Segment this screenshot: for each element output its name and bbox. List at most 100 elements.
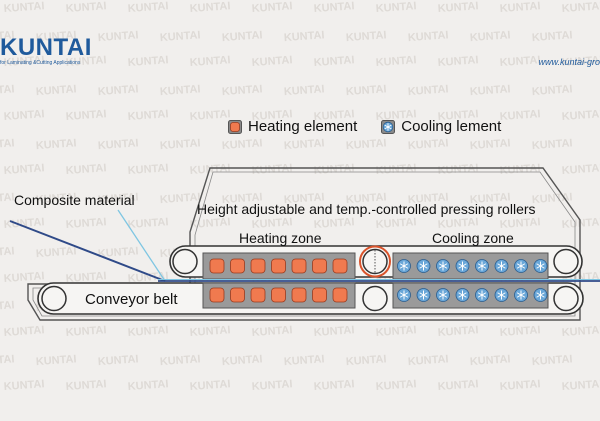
watermark-text: KUNTAI bbox=[469, 137, 510, 152]
watermark-text: KUNTAI bbox=[189, 54, 230, 69]
snowflake-icon bbox=[475, 288, 489, 302]
watermark-text: KUNTAI bbox=[3, 162, 44, 177]
watermark-text: KUNTAI bbox=[283, 137, 324, 152]
snowflake-icon bbox=[397, 288, 411, 302]
heating-element-icon bbox=[250, 258, 266, 274]
watermark-text: KUNTAI bbox=[35, 137, 76, 152]
legend: Heating element Cooling lement bbox=[228, 118, 525, 135]
watermark-text: KUNTAI bbox=[251, 324, 292, 339]
conveyor-left-roller bbox=[41, 285, 67, 312]
pressing-roller-upper bbox=[362, 248, 388, 275]
watermark-text: KUNTAI bbox=[97, 245, 138, 260]
watermark-text: KUNTAI bbox=[499, 324, 540, 339]
watermark-text: KUNTAI bbox=[469, 83, 510, 98]
watermark-text: KUNTAI bbox=[345, 29, 386, 44]
watermark-text: KUNTAI bbox=[499, 378, 540, 393]
watermark-text: KUNTAI bbox=[97, 137, 138, 152]
watermark-text: KUNTAI bbox=[35, 29, 76, 44]
watermark-text: KUNTAI bbox=[375, 108, 416, 123]
watermark-text: KUNTAI bbox=[469, 191, 510, 206]
watermark-text: KUNTAI bbox=[313, 0, 354, 15]
snowflake-icon bbox=[455, 288, 470, 302]
watermark-text: KUNTAI bbox=[3, 0, 44, 15]
watermark-text: KUNTAI bbox=[283, 83, 324, 98]
watermark-text: KUNTAI bbox=[221, 29, 262, 44]
snowflake-icon bbox=[494, 259, 509, 273]
watermark-text: KUNTAI bbox=[221, 83, 262, 98]
legend-cooling: Cooling lement bbox=[381, 118, 501, 135]
watermark-text: KUNTAI bbox=[531, 353, 572, 368]
watermark-text: KUNTAI bbox=[437, 0, 478, 15]
logo-tagline: for Laminating &Cutting Applications bbox=[0, 60, 81, 66]
legend-heating: Heating element bbox=[228, 118, 357, 135]
watermark-text: KUNTAI bbox=[3, 270, 44, 285]
watermark-text: KUNTAI bbox=[437, 108, 478, 123]
upper-right-roller bbox=[553, 248, 579, 275]
watermark-text: KUNTAI bbox=[561, 162, 600, 177]
legend-cooling-label: Cooling lement bbox=[401, 118, 502, 135]
heating-element-icon bbox=[209, 287, 225, 303]
watermark-text: KUNTAI bbox=[313, 378, 354, 393]
watermark-text: KUNTAI bbox=[251, 108, 292, 123]
watermark-text: KUNTAI bbox=[189, 0, 230, 15]
watermark-text: KUNTAI bbox=[127, 0, 168, 15]
watermark-text: KUNTAI bbox=[35, 353, 76, 368]
snowflake-icon bbox=[494, 288, 509, 302]
watermark-text: KUNTAI bbox=[159, 191, 200, 206]
watermark-text: KUNTAI bbox=[65, 0, 106, 15]
watermark-text: KUNTAI bbox=[499, 0, 540, 15]
watermark-text: KUNTAI bbox=[407, 137, 448, 152]
snowflake-icon bbox=[514, 259, 528, 273]
watermark-text: KUNTAI bbox=[313, 216, 354, 231]
legend-heating-label: Heating element bbox=[248, 118, 358, 135]
watermark-text: KUNTAI bbox=[65, 54, 106, 69]
watermark-text: KUNTAI bbox=[251, 378, 292, 393]
watermark-text: KUNTAI bbox=[3, 216, 44, 231]
watermark-text: KUNTAI bbox=[35, 191, 76, 206]
watermark-text: KUNTAI bbox=[345, 83, 386, 98]
watermark-text: KUNTAI bbox=[561, 324, 600, 339]
watermark-text: KUNTAI bbox=[561, 0, 600, 15]
watermark-text: KUNTAI bbox=[65, 324, 106, 339]
heating-element-icon bbox=[209, 258, 225, 274]
upper-left-roller bbox=[172, 248, 198, 275]
watermark-text: KUNTAI bbox=[375, 324, 416, 339]
watermark-text: KUNTAI bbox=[375, 216, 416, 231]
snowflake-icon bbox=[514, 288, 528, 302]
watermark-text: KUNTAI bbox=[499, 216, 540, 231]
snowflake-icon bbox=[436, 288, 450, 302]
watermark-text: KUNTAI bbox=[375, 162, 416, 177]
watermark-text: KUNTAI bbox=[35, 245, 76, 260]
watermark-text: KUNTAI bbox=[0, 353, 15, 368]
watermark-text: KUNTAI bbox=[531, 83, 572, 98]
conveyor-right-roller bbox=[553, 285, 579, 312]
watermark-text: KUNTAI bbox=[0, 29, 15, 44]
heating-element-icon bbox=[271, 258, 286, 274]
watermark-text: KUNTAI bbox=[437, 162, 478, 177]
pressing-roller-highlight bbox=[359, 245, 391, 278]
snowflake-icon bbox=[416, 259, 431, 273]
watermark-text: KUNTAI bbox=[159, 353, 200, 368]
heating-element-icon bbox=[271, 287, 286, 303]
heating-element-icon bbox=[312, 287, 327, 303]
watermark-text: KUNTAI bbox=[65, 108, 106, 123]
watermark-text: KUNTAI bbox=[469, 29, 510, 44]
composite-material-bottom-layer bbox=[9, 220, 166, 282]
watermark-text: KUNTAI bbox=[407, 29, 448, 44]
brand-logo: KUNTAI for Laminating &Cutting Applicati… bbox=[0, 36, 92, 67]
watermark-text: KUNTAI bbox=[345, 191, 386, 206]
watermark-text: KUNTAI bbox=[127, 324, 168, 339]
watermark-text: KUNTAI bbox=[407, 83, 448, 98]
watermark-text: KUNTAI bbox=[159, 83, 200, 98]
watermark-text: KUNTAI bbox=[221, 191, 262, 206]
watermark-text: KUNTAI bbox=[437, 378, 478, 393]
watermark-text: KUNTAI bbox=[283, 191, 324, 206]
watermark-text: KUNTAI bbox=[35, 83, 76, 98]
watermark-text: KUNTAI bbox=[375, 378, 416, 393]
watermark-text: KUNTAI bbox=[65, 378, 106, 393]
watermark-text: KUNTAI bbox=[345, 137, 386, 152]
watermark-text: KUNTAI bbox=[97, 353, 138, 368]
snowflake-icon bbox=[381, 119, 396, 134]
watermark-text: KUNTAI bbox=[0, 191, 15, 206]
conveyor-mid-roller bbox=[362, 285, 388, 312]
